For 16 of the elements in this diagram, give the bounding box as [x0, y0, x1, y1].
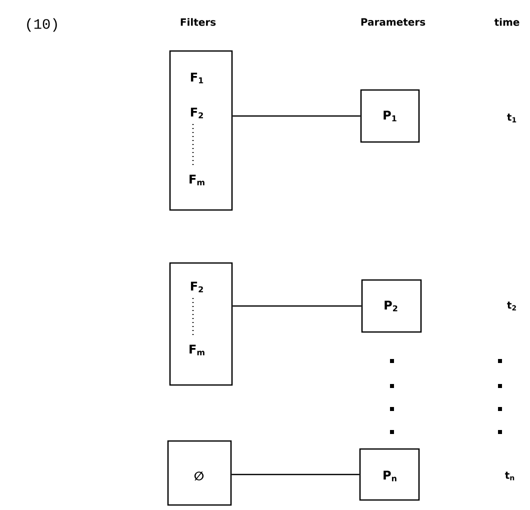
time-label: t$_{1}$	[507, 114, 516, 122]
time-label: t$_{n}$	[505, 472, 514, 480]
figure-number: (10)	[27, 18, 57, 32]
filter-box: ∅	[167, 440, 232, 506]
parameter-box: P$_{2}$	[361, 279, 422, 333]
time-label: t$_{2}$	[507, 302, 516, 310]
parameter-box: P$_{n}$	[359, 448, 420, 501]
connector-line	[232, 474, 360, 476]
connector-line	[232, 305, 362, 307]
parameter-box: P$_{1}$	[360, 89, 420, 143]
filter-box: F$_{2}$ F$_{m}$	[169, 262, 233, 386]
column-heading: Parameters	[361, 18, 426, 26]
connector-line	[232, 115, 360, 117]
column-heading: time	[494, 18, 520, 26]
column-heading: Filters	[180, 18, 216, 26]
filter-box: F$_{1}$ F$_{2}$ F$_{m}$	[169, 50, 233, 211]
